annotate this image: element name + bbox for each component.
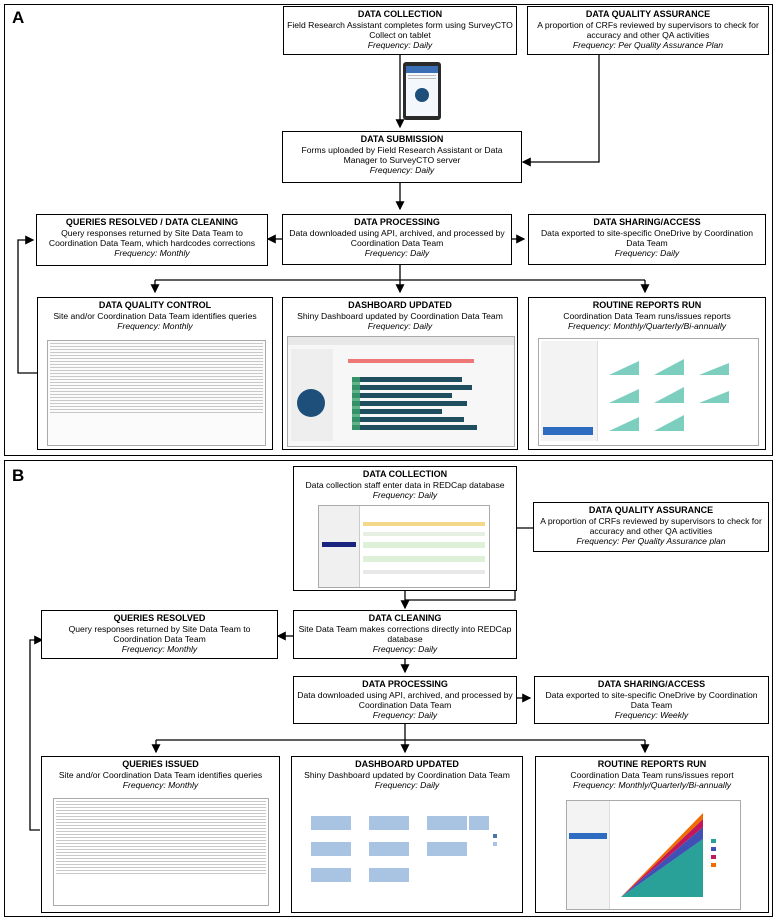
a-reports-desc: Coordination Data Team runs/issues repor… <box>563 310 731 321</box>
b-reports-title: ROUTINE REPORTS RUN <box>597 759 707 769</box>
b-reports-desc: Coordination Data Team runs/issues repor… <box>570 769 734 780</box>
a-data-collection-freq: Frequency: Daily <box>367 39 433 50</box>
b-issued-freq: Frequency: Monthly <box>122 779 199 790</box>
b-cleaning-freq: Frequency: Daily <box>372 643 438 654</box>
a-qa-desc: A proportion of CRFs reviewed by supervi… <box>537 19 759 40</box>
a-dashboard-freq: Frequency: Daily <box>367 320 433 331</box>
b-queries-resolved-box: QUERIES RESOLVED Query responses returne… <box>41 610 278 659</box>
a-qc-desc: Site and/or Coordination Data Team ident… <box>53 310 257 321</box>
b-cleaning-title: DATA CLEANING <box>368 613 442 623</box>
b-processing-desc: Data downloaded using API, archived, and… <box>297 689 513 710</box>
a-dashboard-title: DASHBOARD UPDATED <box>348 300 452 310</box>
panel-b-label: B <box>12 466 25 485</box>
a-query-log-screenshot <box>47 340 266 446</box>
panel-a <box>4 4 773 456</box>
b-sharing-freq: Frequency: Weekly <box>614 709 689 720</box>
b-redcap-screenshot <box>318 505 490 588</box>
b-dashboard-desc: Shiny Dashboard updated by Coordination … <box>304 769 510 780</box>
a-report-screenshot <box>538 338 759 446</box>
a-qa-freq: Frequency: Per Quality Assurance Plan <box>572 39 724 50</box>
a-reports-freq: Frequency: Monthly/Quarterly/Bi-annually <box>567 320 727 331</box>
b-collection-title: DATA COLLECTION <box>362 469 448 479</box>
a-dashboard-screenshot <box>287 336 515 447</box>
a-data-collection-title: DATA COLLECTION <box>357 9 443 19</box>
b-qa-title: DATA QUALITY ASSURANCE <box>588 505 714 515</box>
b-data-processing-box: DATA PROCESSING Data downloaded using AP… <box>293 676 517 724</box>
b-query-log-screenshot <box>53 798 269 906</box>
a-qc-freq: Frequency: Monthly <box>117 320 193 331</box>
a-submission-desc: Forms uploaded by Field Research Assista… <box>301 144 503 165</box>
b-issued-desc: Site and/or Coordination Data Team ident… <box>58 769 263 780</box>
b-dashboard-freq: Frequency: Daily <box>374 779 440 790</box>
a-reports-title: ROUTINE REPORTS RUN <box>592 300 702 310</box>
a-processing-title: DATA PROCESSING <box>354 217 440 227</box>
a-sharing-desc: Data exported to site-specific OneDrive … <box>540 227 754 248</box>
a-queries-title: QUERIES RESOLVED / DATA CLEANING <box>65 217 239 227</box>
a-processing-desc: Data downloaded using API, archived, and… <box>289 227 505 248</box>
a-sharing-title: DATA SHARING/ACCESS <box>593 217 701 227</box>
b-data-quality-assurance-box: DATA QUALITY ASSURANCE A proportion of C… <box>533 502 769 552</box>
b-data-cleaning-box: DATA CLEANING Site Data Team makes corre… <box>293 610 517 659</box>
a-queries-resolved-box: QUERIES RESOLVED / DATA CLEANING Query r… <box>36 214 268 266</box>
a-qa-title: DATA QUALITY ASSURANCE <box>585 9 711 19</box>
b-dashboard-title: DASHBOARD UPDATED <box>355 759 459 769</box>
a-qc-title: DATA QUALITY CONTROL <box>98 300 212 310</box>
b-sharing-desc: Data exported to site-specific OneDrive … <box>545 689 758 710</box>
a-data-submission-box: DATA SUBMISSION Forms uploaded by Field … <box>282 131 522 183</box>
b-issued-title: QUERIES ISSUED <box>122 759 199 769</box>
a-data-processing-box: DATA PROCESSING Data downloaded using AP… <box>282 214 512 265</box>
b-data-sharing-box: DATA SHARING/ACCESS Data exported to sit… <box>534 676 769 724</box>
b-collection-desc: Data collection staff enter data in REDC… <box>305 479 505 490</box>
a-queries-desc: Query responses returned by Site Data Te… <box>48 227 256 248</box>
b-sharing-title: DATA SHARING/ACCESS <box>597 679 706 689</box>
a-queries-freq: Frequency: Monthly <box>114 247 190 258</box>
a-data-sharing-box: DATA SHARING/ACCESS Data exported to sit… <box>528 214 766 265</box>
b-qa-desc: A proportion of CRFs reviewed by supervi… <box>540 515 762 536</box>
b-dashboard-screenshot <box>297 800 518 908</box>
a-submission-freq: Frequency: Daily <box>369 164 435 175</box>
a-processing-freq: Frequency: Daily <box>364 247 430 258</box>
a-sharing-freq: Frequency: Daily <box>614 247 680 258</box>
b-collection-freq: Frequency: Daily <box>372 489 438 500</box>
b-queries-title: QUERIES RESOLVED <box>113 613 206 623</box>
b-processing-title: DATA PROCESSING <box>362 679 448 689</box>
a-data-collection-desc: Field Research Assistant completes form … <box>287 19 513 40</box>
b-queries-desc: Query responses returned by Site Data Te… <box>68 623 251 644</box>
b-processing-freq: Frequency: Daily <box>372 709 438 720</box>
b-queries-freq: Frequency: Monthly <box>121 643 198 654</box>
b-reports-freq: Frequency: Monthly/Quarterly/Bi-annually <box>572 779 732 790</box>
tablet-image <box>403 62 441 120</box>
a-submission-title: DATA SUBMISSION <box>360 134 444 144</box>
panel-b <box>4 460 773 917</box>
b-qa-freq: Frequency: Per Quality Assurance plan <box>576 535 726 546</box>
a-data-collection-box: DATA COLLECTION Field Research Assistant… <box>283 6 517 55</box>
b-cleaning-desc: Site Data Team makes corrections directl… <box>298 623 512 644</box>
a-data-quality-assurance-box: DATA QUALITY ASSURANCE A proportion of C… <box>527 6 769 55</box>
panel-a-label: A <box>12 8 25 27</box>
b-report-screenshot <box>566 800 741 910</box>
a-dashboard-desc: Shiny Dashboard updated by Coordination … <box>297 310 503 321</box>
